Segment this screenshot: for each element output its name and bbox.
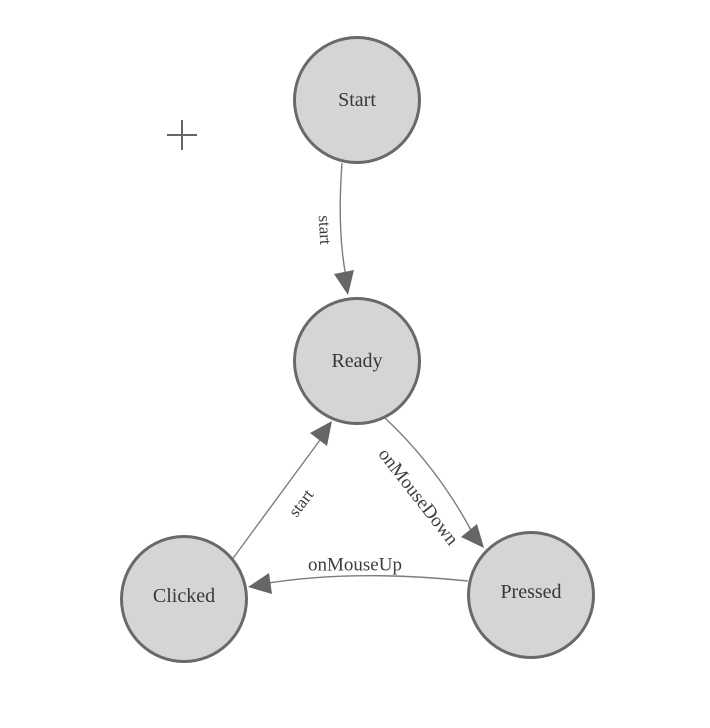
edge-ready-to-pressed-line[interactable]	[384, 417, 473, 533]
node-ready[interactable]: Ready	[293, 297, 421, 425]
node-start-circle[interactable]	[293, 36, 421, 164]
node-pressed[interactable]: Pressed	[467, 531, 595, 659]
edge-clicked-to-ready[interactable]: start	[230, 421, 332, 562]
edge-start-to-ready-line[interactable]	[339, 162, 347, 278]
edge-label-onmousedown: onMouseDown	[374, 444, 463, 550]
edge-clicked-to-ready-line[interactable]	[230, 439, 321, 562]
node-clicked-circle[interactable]	[120, 535, 248, 663]
node-ready-label: Ready	[331, 350, 382, 372]
edge-label-onmouseup: onMouseUp	[308, 555, 402, 576]
node-start[interactable]: Start	[293, 36, 421, 164]
node-pressed-label: Pressed	[500, 581, 561, 603]
node-clicked[interactable]: Clicked	[120, 535, 248, 663]
node-clicked-label: Clicked	[153, 585, 215, 607]
arrowhead-ready-to-pressed-icon	[461, 524, 484, 548]
edge-start-to-ready[interactable]: start	[315, 162, 354, 295]
edge-ready-to-pressed[interactable]: onMouseDown	[374, 417, 484, 550]
edge-pressed-to-clicked[interactable]: onMouseUp	[248, 555, 469, 595]
arrowhead-start-to-ready-icon	[334, 270, 354, 295]
arrowhead-pressed-to-clicked-icon	[248, 573, 272, 594]
node-ready-circle[interactable]	[293, 297, 421, 425]
edge-label-start-1: start	[315, 215, 336, 245]
edge-pressed-to-clicked-line[interactable]	[261, 574, 469, 585]
crosshair-cursor-icon	[167, 120, 197, 150]
arrowhead-clicked-to-ready-icon	[310, 421, 332, 446]
node-pressed-circle[interactable]	[467, 531, 595, 659]
edge-label-start-2: start	[285, 485, 318, 520]
node-start-label: Start	[338, 89, 376, 111]
